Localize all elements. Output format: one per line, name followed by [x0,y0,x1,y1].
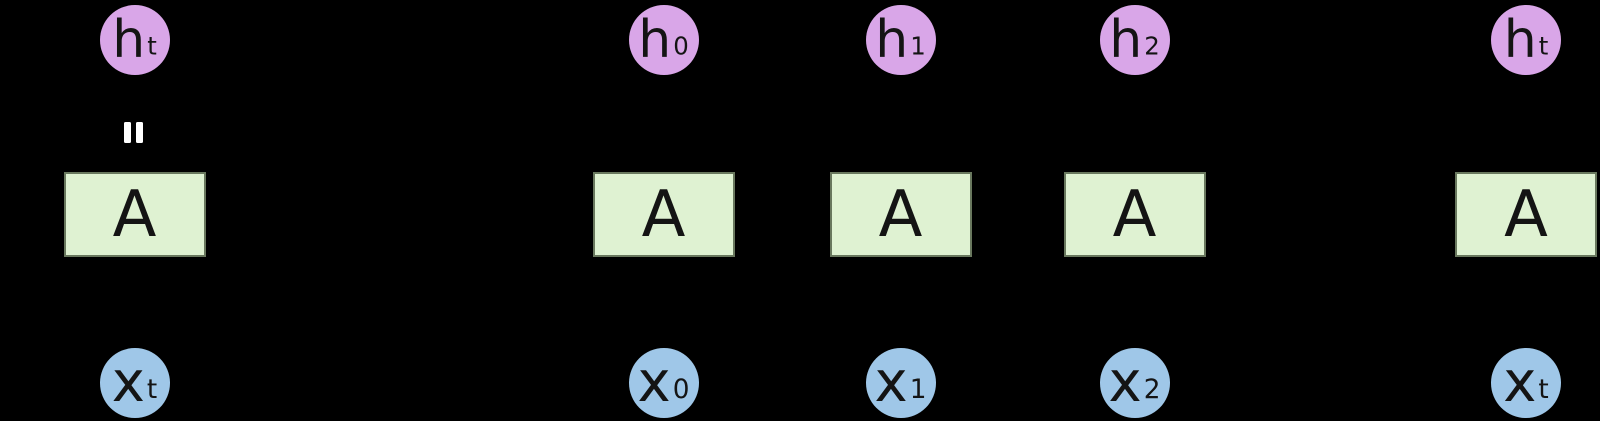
hidden-state-label: h [1503,10,1537,70]
input-label: x [1503,350,1537,415]
activation-box: A [1063,172,1206,257]
hidden-state-subscript: 2 [1144,31,1160,61]
activation-label: A [878,177,923,252]
hidden-state-subscript: 1 [910,31,926,61]
hidden-state-subscript: 0 [673,31,689,61]
hidden-state-label: h [1109,10,1143,70]
activation-label: A [1112,177,1157,252]
activation-box: A [63,172,206,257]
activation-label: A [1504,177,1548,252]
input-subscript: t [146,374,158,405]
activation-box: A [829,172,972,257]
hidden-state-label: h [875,10,909,70]
hidden-state-label: h [112,10,146,70]
input-label: x [637,350,671,415]
input-subscript: t [1538,374,1549,405]
input-subscript: 1 [909,374,927,405]
input-label: x [874,350,908,415]
hidden-state-label: h [638,10,672,70]
input-subscript: 2 [1143,374,1161,405]
activation-label: A [641,177,686,252]
activation-box: A [1455,172,1597,257]
activation-box: A [592,172,735,257]
input-subscript: 0 [672,374,690,405]
hidden-state-subscript: t [1538,31,1549,61]
equals-icon [123,122,143,143]
hidden-state-subscript: t [147,31,157,61]
activation-label: A [112,177,157,252]
input-label: x [111,350,145,415]
equals-bar [135,122,143,143]
input-label: x [1108,350,1142,415]
equals-bar [123,122,131,143]
